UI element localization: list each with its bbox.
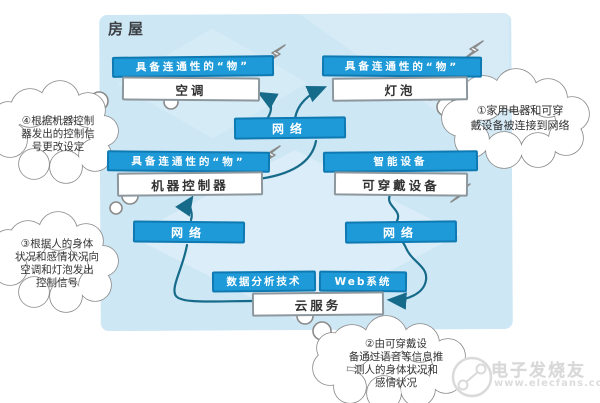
watermark-url: www.elecfans.com [494, 378, 600, 389]
line-cloud-to-network-left [173, 243, 254, 303]
callout-line: 感情状况 [375, 377, 417, 389]
node-machine-controller: 机器控制器 [116, 171, 264, 197]
callout-line: ①家用电器和可穿 [476, 104, 564, 117]
callout-step1-text: ①家用电器和可穿 戴设备被连接到网络 [456, 103, 584, 133]
node-network-top: 网络 [233, 116, 347, 140]
node-air-conditioner: 空调 [121, 76, 261, 102]
node-data-analysis: 数据分析技术 [211, 270, 317, 293]
node-cloud-service: 云服务 [251, 291, 385, 317]
elecfans-logo-icon [451, 356, 493, 398]
callout-line: ②由可穿戴设 [365, 338, 427, 350]
callout-step3-text: ③根据人的身体 状况和感情状况向 空调和灯泡发出 控制信号 [0, 238, 114, 290]
node-light-bulb: 灯泡 [331, 76, 469, 102]
arrow-network-to-bulb [293, 85, 328, 121]
arrow-wearable-to-cloud [386, 191, 428, 310]
callout-step2-text: ②由可穿戴设 备通过语音等信息推 测人的身体状况和 感情状况 [326, 338, 466, 390]
callout-step4-text: ④根据机器控制 器发出的控制信 号更改设定 [4, 115, 112, 154]
node-thing-ac-header: 具备连通性的“物” [111, 55, 275, 78]
node-thing-controller-header: 具备连通性的“物” [106, 150, 271, 173]
node-thing-bulb-header: 具备连通性的“物” [321, 55, 483, 78]
callout-line: 号更改设定 [31, 141, 85, 153]
node-smart-device-header: 智能设备 [322, 150, 479, 173]
callout-line: 戴设备被连接到网络 [470, 119, 570, 132]
node-network-left: 网络 [132, 220, 246, 244]
house-label: 房屋 [108, 20, 149, 38]
callout-line: ④根据机器控制 [21, 115, 95, 127]
callout-line: 备通过语音等信息推 [348, 351, 444, 363]
callout-line: 空调和灯泡发出 [20, 264, 94, 276]
arrow-network-to-controller [175, 195, 194, 222]
node-network-right: 网络 [344, 220, 458, 244]
callout-line: 控制信号 [36, 277, 78, 289]
arrow-network-to-ac [257, 91, 279, 121]
watermark-brand: 电子发烧友 [491, 361, 586, 381]
callout-line: ③根据人的身体 [20, 238, 94, 250]
node-web-system: Web系统 [318, 270, 408, 293]
callout-line: 测人的身体状况和 [354, 364, 438, 376]
node-wearable-device: 可穿戴设备 [333, 171, 469, 197]
callout-line: 状况和感情状况向 [15, 251, 99, 263]
callout-line: 器发出的控制信 [21, 128, 95, 140]
